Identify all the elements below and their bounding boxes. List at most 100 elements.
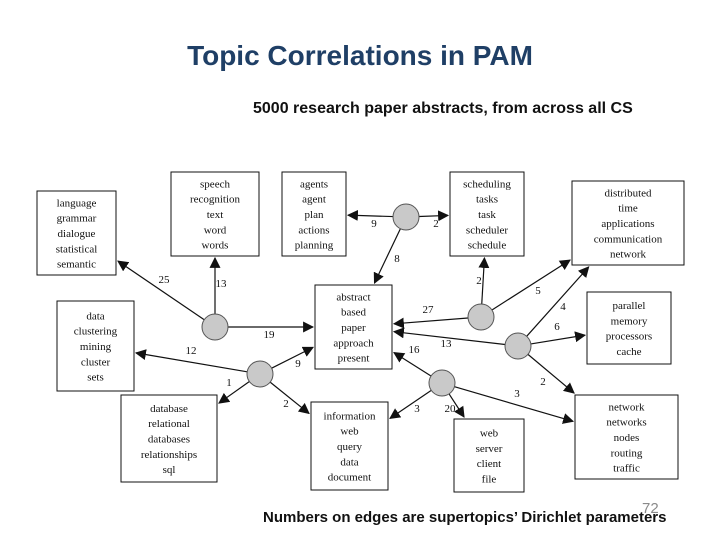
edge-weight-label: 8 [394,253,400,265]
topic-word: data [340,456,358,468]
edge-weight-label: 2 [476,275,482,287]
edge-s4-t-distributed [491,259,571,311]
topic-box-border [310,401,389,491]
topic-word: task [478,209,496,221]
slide-title: Topic Correlations in PAM [187,40,533,71]
topic-word: networks [606,417,646,429]
edge-s4-t-scheduling [478,256,490,305]
topic-word: dialogue [58,228,96,240]
topic-word: web [340,426,359,438]
topic-word: agent [302,194,326,206]
edge-s3-t-abstract [271,346,314,369]
topic-word: paper [341,322,366,334]
topic-word: clustering [74,326,118,338]
topic-word: language [57,197,97,209]
topic-word: file [482,473,497,485]
topic-word: processors [606,331,652,343]
topic-word: web [480,428,499,440]
topic-word: applications [601,218,654,230]
topic-word: sql [163,464,176,476]
edge-weight-label: 6 [554,321,560,333]
topic-word: client [477,458,501,470]
topic-word: sets [87,372,104,384]
supertopic-node-s2 [201,313,229,341]
topic-word: based [341,307,367,319]
topic-word: schedule [468,240,507,252]
edge-weight-label: 3 [514,388,520,400]
topic-box-language: language grammar dialogue statistical semant… [36,190,117,276]
edge-s1-t-scheduling [418,210,450,222]
edge-s5-t-distributed [526,266,590,337]
topic-word: semantic [57,259,96,271]
topic-word: relationships [141,449,197,461]
topic-box-border [574,394,679,480]
edge-s5-t-parallel [530,331,587,345]
topic-box-border [449,171,525,257]
edge-weight-label: 9 [295,358,301,370]
topic-word: approach [333,337,374,349]
topic-word: data [86,310,104,322]
supertopic-node-s5 [504,332,532,360]
topic-word: actions [298,224,329,236]
topic-word: nodes [614,432,640,444]
topic-box-border [571,180,685,266]
edge-s2-t-language [117,260,205,321]
topic-box-border [281,171,347,257]
topic-word: database [150,403,188,415]
edge-weight-label: 13 [216,278,228,290]
topic-word: relational [148,418,190,430]
edge-weight-label: 3 [414,403,420,415]
edge-s4-t-abstract [392,317,469,329]
topic-word: cache [616,346,641,358]
edge-s3-t-database [218,381,250,404]
topic-box-border [56,300,135,392]
topic-word: present [338,353,370,365]
topic-word: query [337,441,363,453]
topic-word: words [202,240,229,252]
topic-word: abstract [336,291,370,303]
slide-subtitle: 5000 research paper abstracts, from acro… [253,100,633,117]
edge-s6-t-network [454,386,575,424]
topic-word: word [204,224,227,236]
topic-word: parallel [613,300,646,312]
topic-box-border [36,190,117,276]
topic-word: grammar [57,213,97,225]
topic-box-border [170,171,260,257]
topic-word: mining [80,341,112,353]
edge-weight-label: 20 [445,403,457,415]
edge-weight-label: 19 [264,329,276,341]
edge-s1-t-agents [346,209,394,221]
supertopic-node-s4 [467,303,495,331]
edge-weight-label: 2 [283,398,289,410]
topic-word: databases [148,434,190,446]
topic-word: statistical [56,243,98,255]
topic-word: time [618,203,638,215]
edge-weight-label: 12 [186,345,197,357]
topic-word: tasks [476,194,498,206]
edge-s5-t-network [527,353,575,394]
edge-s3-t-data [134,349,248,373]
topic-word: planning [295,240,334,252]
topic-word: document [328,472,371,484]
topic-box-distributed: distributedtimeapplicationscommunication… [571,180,685,266]
slide-footer: Numbers on edges are supertopics’ Dirich… [263,509,667,526]
topic-word: network [608,401,645,413]
edge-weight-label: 2 [540,376,546,388]
topic-word: text [207,209,224,221]
topic-word: recognition [190,194,241,206]
edge-weight-label: 25 [159,274,171,286]
edge-weight-label: 9 [371,218,377,230]
edge-weight-label: 4 [560,301,566,313]
topic-word: agents [300,178,328,190]
topic-box-border [586,291,672,365]
edge-s5-t-abstract [392,327,506,346]
topic-box-agents: agents agent plan actions planning [281,171,347,257]
topic-word: plan [305,209,324,221]
